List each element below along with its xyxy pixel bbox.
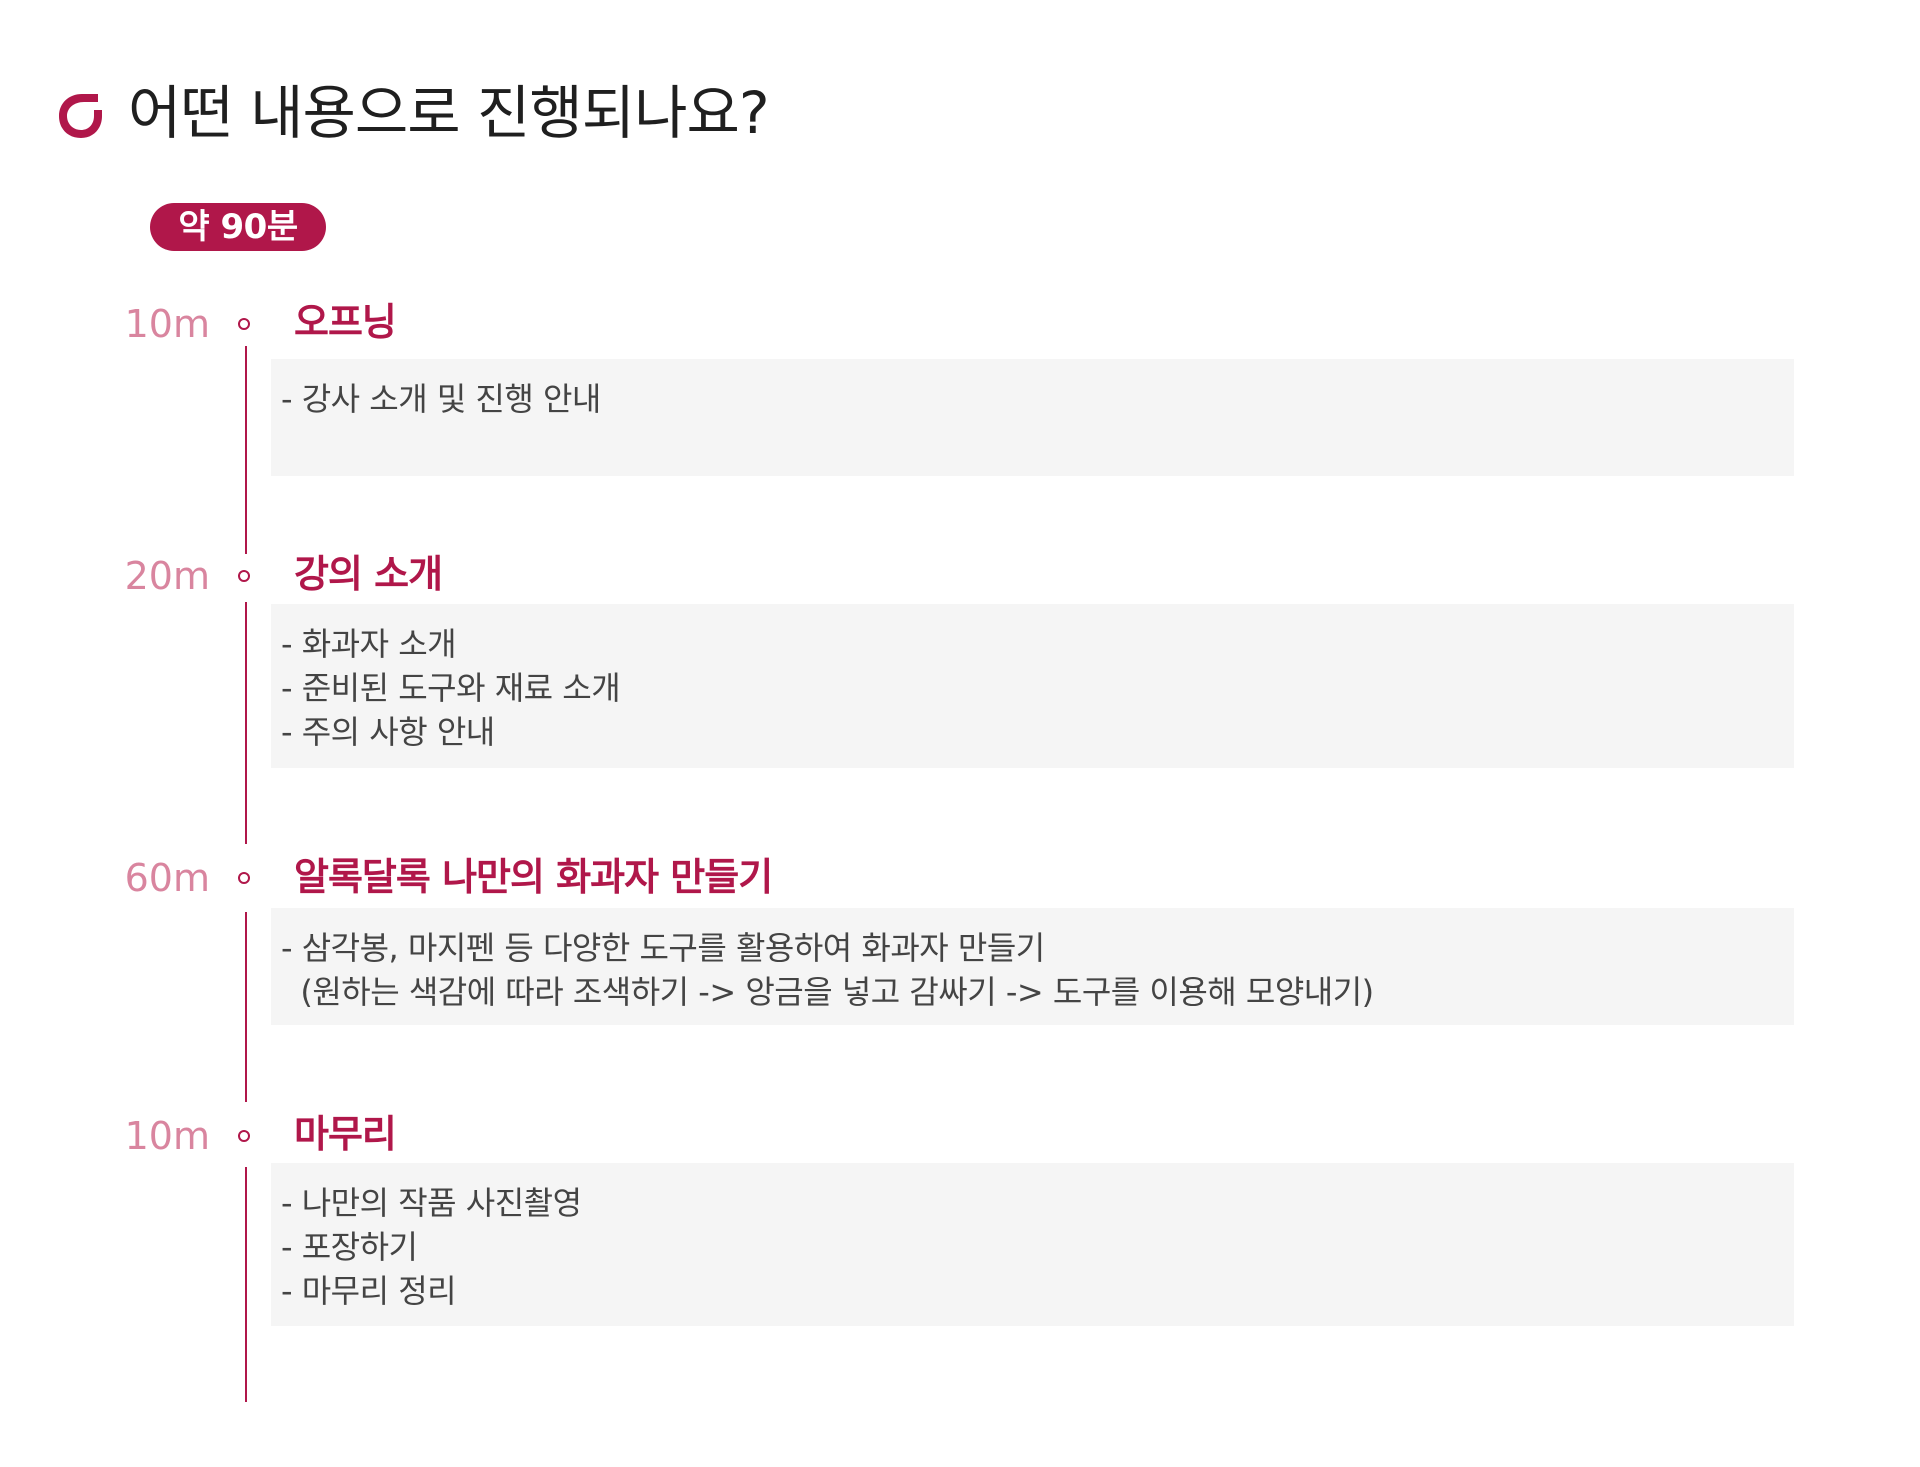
section-line: - 포장하기 — [281, 1228, 418, 1266]
section-line: - 나만의 작품 사진촬영 — [281, 1184, 582, 1222]
page-header: 어떤 내용으로 진행되나요? — [52, 78, 770, 148]
time-label: 60m — [124, 856, 210, 900]
page-title: 어떤 내용으로 진행되나요? — [128, 79, 770, 147]
section-content-box: - 화과자 소개 - 준비된 도구와 재료 소개 - 주의 사항 안내 — [271, 604, 1794, 768]
timeline-dot-icon — [238, 570, 250, 582]
timeline-line — [245, 1167, 247, 1402]
section-line: (원하는 색감에 따라 조색하기 -> 앙금을 넣고 감싸기 -> 도구를 이용… — [281, 973, 1374, 1011]
time-label: 20m — [124, 554, 210, 598]
timeline-line — [245, 602, 247, 844]
section-line: - 주의 사항 안내 — [281, 713, 495, 751]
section-title: 강의 소개 — [294, 552, 443, 596]
timeline-line — [245, 346, 247, 554]
section-line: - 화과자 소개 — [281, 625, 457, 663]
section-title: 마무리 — [294, 1112, 397, 1156]
timeline-line — [245, 912, 247, 1102]
duration-badge: 약 90분 — [150, 203, 326, 251]
section-line: - 삼각봉, 마지펜 등 다양한 도구를 활용하여 화과자 만들기 — [281, 929, 1045, 967]
section-line: - 강사 소개 및 진행 안내 — [281, 380, 601, 418]
timeline-dot-icon — [238, 318, 250, 330]
section-title: 알록달록 나만의 화과자 만들기 — [294, 855, 773, 899]
brand-logo-icon — [59, 94, 102, 138]
section-content-box: - 강사 소개 및 진행 안내 — [271, 359, 1794, 476]
time-label: 10m — [124, 302, 210, 346]
timeline-dot-icon — [238, 1130, 250, 1142]
section-title: 오프닝 — [294, 300, 397, 344]
section-line: - 준비된 도구와 재료 소개 — [281, 669, 621, 707]
timeline-dot-icon — [238, 872, 250, 884]
time-label: 10m — [124, 1114, 210, 1158]
section-line: - 마무리 정리 — [281, 1272, 457, 1310]
section-content-box: - 나만의 작품 사진촬영 - 포장하기 - 마무리 정리 — [271, 1163, 1794, 1326]
section-content-box: - 삼각봉, 마지펜 등 다양한 도구를 활용하여 화과자 만들기 (원하는 색… — [271, 908, 1794, 1025]
